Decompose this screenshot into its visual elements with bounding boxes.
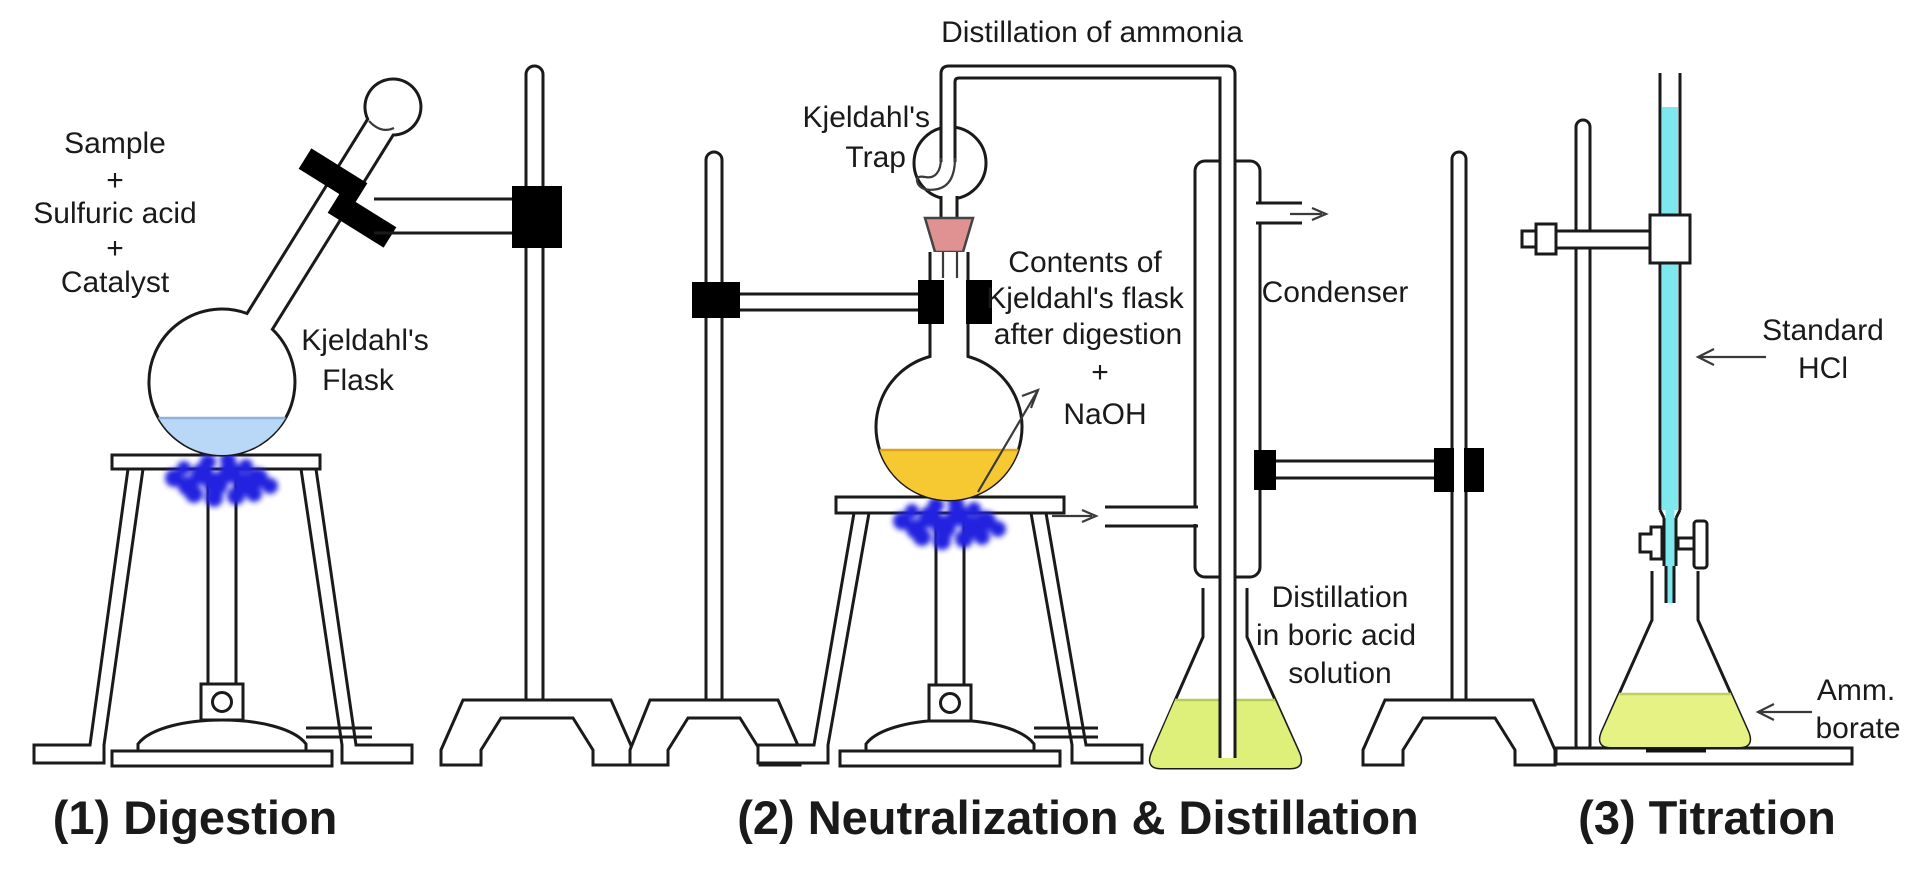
clamp-knob bbox=[1534, 222, 1558, 256]
burette-liquid bbox=[1662, 107, 1678, 510]
receiver-label: Distillation in boric acid solution bbox=[1256, 581, 1416, 690]
titration-flask-label: Amm. borate bbox=[1815, 674, 1900, 745]
clamp-jaw-rod-right bbox=[1464, 448, 1484, 492]
gas-pipe bbox=[306, 726, 372, 739]
trap-neck-fill bbox=[942, 196, 956, 221]
clamp-bar bbox=[374, 197, 512, 235]
tripod-left-leg bbox=[32, 467, 145, 765]
clamp-holder bbox=[1648, 213, 1692, 265]
tripod-left-leg bbox=[756, 511, 871, 765]
burette-label: Standard HCl bbox=[1762, 314, 1884, 385]
burner-air-hole bbox=[211, 691, 233, 713]
burette bbox=[1638, 73, 1709, 603]
clamp-jaw-rod-left bbox=[1434, 448, 1454, 492]
contents-line-3: after digestion bbox=[994, 318, 1182, 351]
reagent-line-5: Catalyst bbox=[61, 266, 170, 299]
clamp-bar bbox=[740, 292, 920, 312]
stage3-titration: Standard HCl Amm. borate (3) Titration bbox=[1520, 73, 1901, 844]
trap-label-line-1: Kjeldahl's bbox=[803, 101, 930, 134]
stopcock-stem bbox=[1676, 536, 1696, 551]
water-out-arrow-icon bbox=[1290, 206, 1329, 222]
stage2-neutralization-distillation: Distillation of ammonia Kjeldahl's Trap … bbox=[628, 16, 1557, 844]
contents-arrow-icon bbox=[977, 388, 1040, 493]
reagent-line-2: + bbox=[106, 164, 124, 197]
clamp-boss bbox=[692, 282, 740, 318]
burette-label-line-1: Standard bbox=[1762, 314, 1884, 347]
stopcock-handle bbox=[1692, 519, 1709, 570]
clamp-boss bbox=[512, 186, 562, 248]
trap-inner-hook bbox=[915, 157, 957, 191]
neck-clamp bbox=[692, 280, 992, 324]
burette-tube bbox=[1658, 73, 1682, 510]
condenser-clamp bbox=[1254, 448, 1484, 492]
condenser-label: Condenser bbox=[1262, 276, 1409, 309]
retort-stand-rod bbox=[524, 64, 545, 708]
stopcock-valve bbox=[1638, 525, 1664, 561]
water-outlet-arm-fill bbox=[1256, 204, 1302, 222]
sample-liquid bbox=[158, 418, 286, 455]
burner-collar bbox=[927, 683, 973, 723]
burner-base-plate bbox=[838, 749, 1062, 768]
stage2-caption: (2) Neutralization & Distillation bbox=[737, 791, 1419, 844]
digest-liquid bbox=[879, 450, 1019, 501]
contents-line-1: Contents of bbox=[1008, 246, 1162, 279]
tripod-right-leg bbox=[1029, 511, 1144, 765]
clamp-bolt bbox=[1520, 229, 1538, 249]
contents-label: Contents of Kjeldahl's flask after diges… bbox=[986, 246, 1184, 431]
reagent-line-4: + bbox=[106, 232, 124, 265]
clamp-jaw-right bbox=[966, 280, 992, 324]
water-outlet-arm bbox=[1256, 201, 1302, 225]
trap-label-line-2: Trap bbox=[845, 141, 906, 174]
receiver-line-1: Distillation bbox=[1272, 581, 1409, 614]
distillation-of-ammonia-label: Distillation of ammonia bbox=[941, 16, 1243, 49]
gas-pipe bbox=[1034, 726, 1098, 739]
reagent-label: Sample + Sulfuric acid + Catalyst bbox=[33, 127, 196, 299]
receiver-line-3: solution bbox=[1288, 657, 1391, 690]
condenser-water-ports bbox=[1052, 201, 1329, 528]
flask-label-line-2: borate bbox=[1815, 712, 1900, 745]
burette-neck bbox=[1658, 509, 1682, 566]
burner-base-plate bbox=[110, 749, 334, 768]
burette-clamp bbox=[1520, 213, 1692, 265]
contents-line-5: NaOH bbox=[1063, 398, 1146, 431]
water-in-arrow-icon bbox=[1052, 508, 1099, 524]
flask-mouth-lip bbox=[368, 120, 395, 131]
kjeldahl-flask-label: Kjeldahl's Flask bbox=[301, 324, 428, 397]
tripod-right-leg bbox=[299, 467, 414, 765]
contents-line-2: Kjeldahl's flask bbox=[986, 282, 1184, 315]
flask-clamp bbox=[298, 148, 562, 248]
flask-label-line-2: Flask bbox=[322, 364, 395, 397]
stopcock-channel-liquid bbox=[1665, 510, 1675, 566]
flask-label-line-1: Kjeldahl's bbox=[301, 324, 428, 357]
trap-label: Kjeldahl's Trap bbox=[803, 101, 930, 174]
retort-stand-rod bbox=[1450, 150, 1468, 710]
stage3-caption: (3) Titration bbox=[1578, 791, 1836, 844]
borate-arrow-icon bbox=[1755, 703, 1812, 721]
burette-tip bbox=[1664, 566, 1676, 603]
hcl-arrow-icon bbox=[1695, 348, 1766, 366]
burette-label-line-2: HCl bbox=[1798, 352, 1848, 385]
burette-tip-liquid bbox=[1667, 566, 1673, 603]
burner-air-hole bbox=[939, 692, 961, 714]
distillation-tube bbox=[939, 64, 1237, 758]
borate-liquid bbox=[1600, 694, 1750, 747]
contents-line-4: + bbox=[1091, 356, 1109, 389]
stage1-caption: (1) Digestion bbox=[53, 791, 338, 844]
retort-stand-rod bbox=[704, 150, 724, 710]
reagent-line-1: Sample bbox=[64, 127, 166, 160]
burette-stand-rod bbox=[1574, 118, 1592, 754]
clamp-bar bbox=[1554, 229, 1654, 250]
receiver-line-2: in boric acid bbox=[1256, 619, 1416, 652]
reagent-line-3: Sulfuric acid bbox=[33, 197, 196, 230]
clamp-jaw-upper bbox=[298, 148, 368, 204]
clamp-jaw-left bbox=[918, 280, 944, 324]
stopper-tube-stub bbox=[941, 252, 959, 278]
flask-label-line-1: Amm. bbox=[1817, 674, 1895, 707]
water-inlet-arm bbox=[1105, 505, 1198, 528]
stage1-digestion: Sample + Sulfuric acid + Catalyst Kjelda… bbox=[32, 64, 635, 844]
clamp-bar bbox=[1276, 459, 1436, 480]
water-inlet-arm-fill bbox=[1150, 506, 1198, 524]
rubber-stopper bbox=[923, 216, 975, 254]
clamp-jaw-condenser bbox=[1254, 450, 1276, 490]
